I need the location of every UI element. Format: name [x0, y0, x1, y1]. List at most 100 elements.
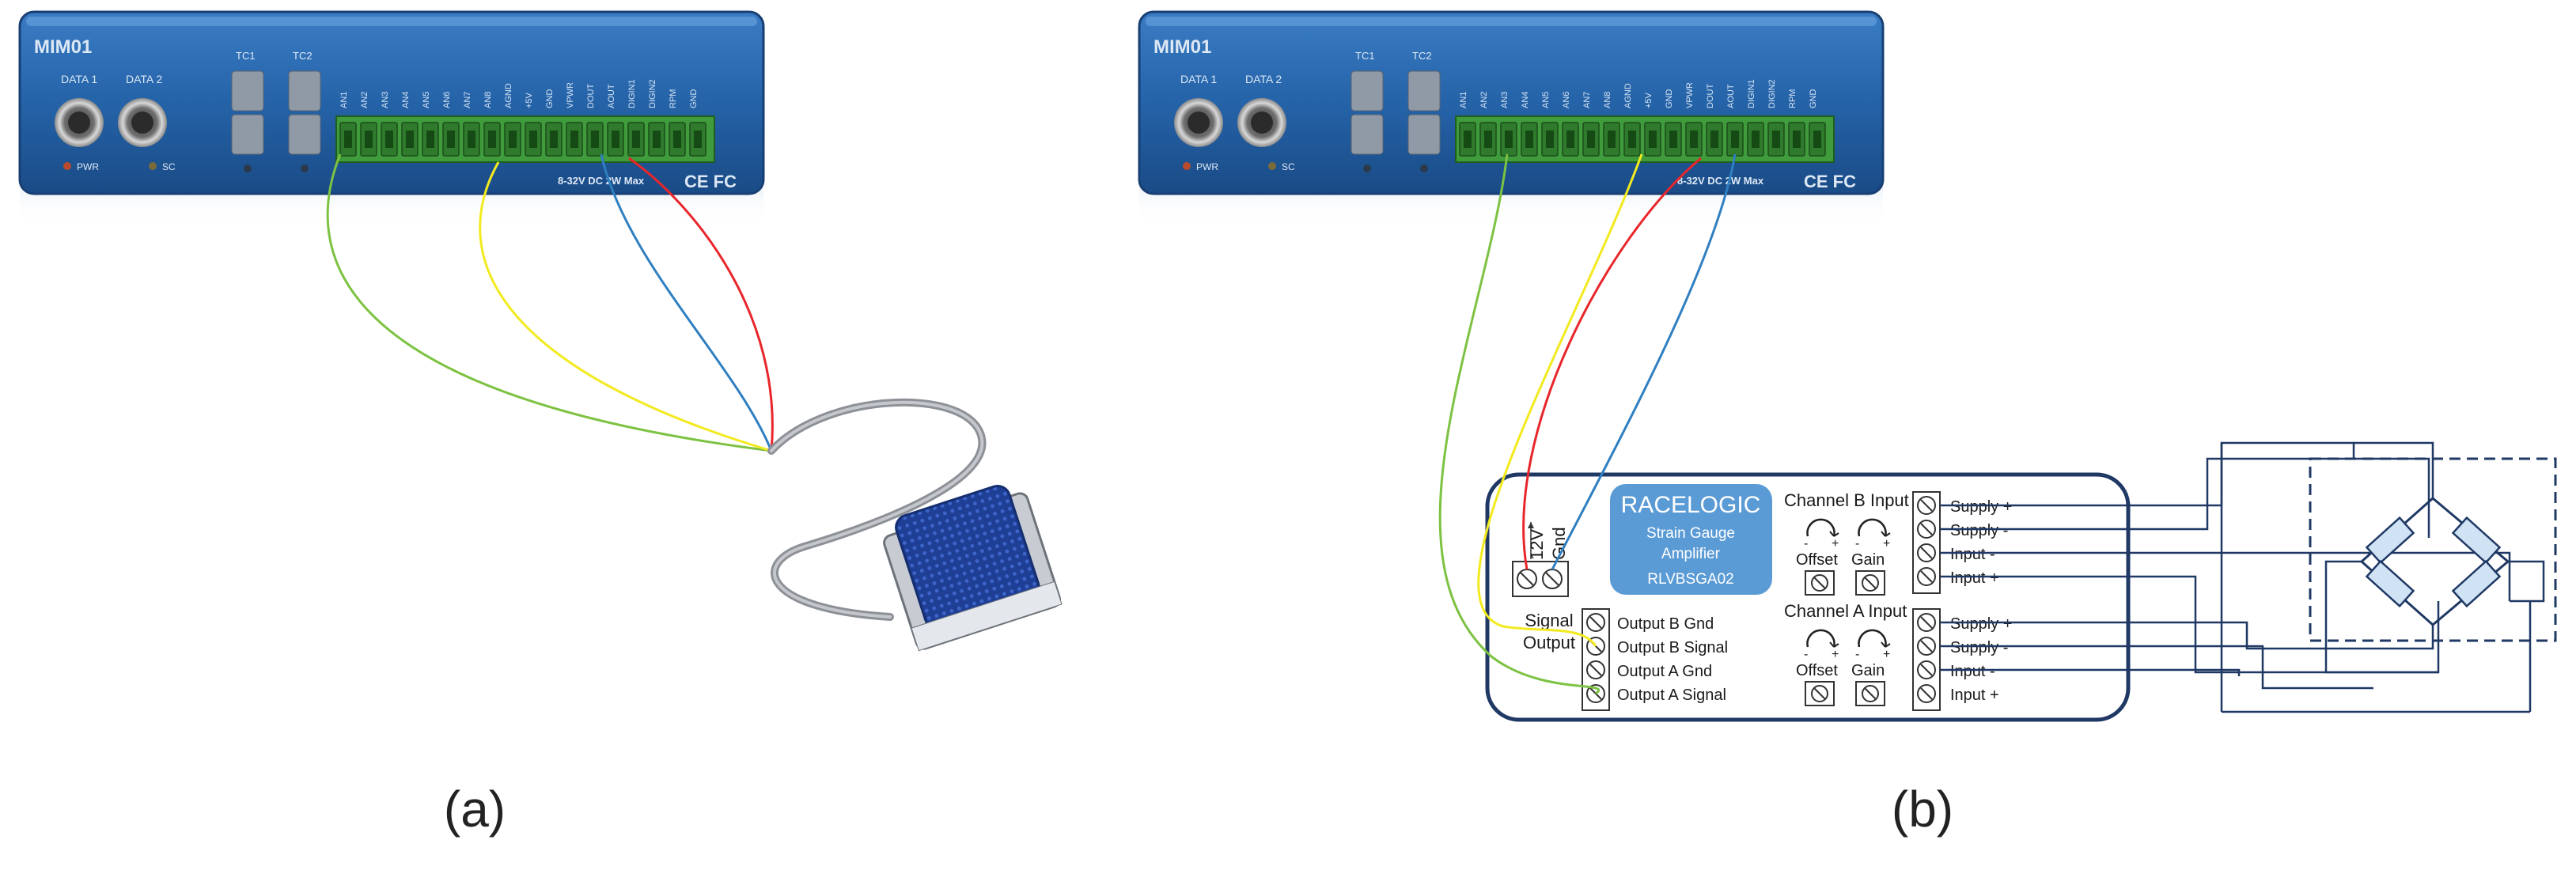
- screw-slot: [1920, 687, 1933, 700]
- pin-label: AOUT: [607, 84, 616, 108]
- channel-b-controls: - + - + Offset Gain: [1796, 518, 1891, 596]
- terminal-slot-hole: [365, 130, 373, 148]
- terminal-slot-hole: [632, 130, 640, 148]
- screw-slot: [1589, 664, 1602, 676]
- wire-red-b: [1522, 157, 1702, 570]
- pin-label: GND: [545, 89, 555, 109]
- terminal-slot-hole: [1690, 130, 1698, 148]
- module-model-label: MIM01: [1154, 36, 1211, 58]
- terminal-slot-hole: [344, 130, 352, 148]
- terminal-slot-hole: [1546, 130, 1554, 148]
- terminal-slot-hole: [550, 130, 558, 148]
- pin-label: AN5: [422, 92, 431, 108]
- wire-green-b: [1438, 153, 1601, 695]
- pin-label: AN7: [1582, 92, 1592, 108]
- terminal-slot-hole: [653, 130, 661, 148]
- power-terminal-12v-icon: [1517, 569, 1537, 589]
- terminal-slot-hole: [468, 130, 475, 148]
- terminal-slot-hole: [1566, 130, 1574, 148]
- wire-blue-b: [1551, 153, 1737, 570]
- pin-label: DIGIN1: [627, 79, 637, 108]
- channel-a-gain-plus: +: [1883, 648, 1890, 661]
- module-cert-label: CE FC: [1804, 172, 1856, 191]
- channel-a-input-screws: [1917, 613, 1936, 703]
- terminal-label: Supply -: [1950, 522, 2008, 539]
- pin-label: GND: [1665, 89, 1674, 109]
- terminal-slot-hole: [1710, 130, 1718, 148]
- terminal-label: Input +: [1950, 687, 1999, 704]
- terminal-slot-hole: [1669, 130, 1677, 148]
- pin-label: GND: [1809, 89, 1818, 109]
- wires-a: [326, 153, 774, 452]
- wire-blue: [600, 153, 773, 452]
- channel-a-gain-minus: -: [1855, 648, 1859, 661]
- terminal-label: Output B Gnd: [1617, 615, 1714, 633]
- module-cert-label: CE FC: [684, 172, 737, 191]
- pin-label: AN4: [401, 92, 411, 108]
- terminal-slot-hole: [673, 130, 681, 148]
- module-spec-label: 8-32V DC 2W Max: [1677, 175, 1764, 187]
- terminal-slots: [339, 122, 707, 157]
- bridge-connections: [1940, 441, 2511, 690]
- channel-a-controls: - + - + Offset Gain: [1796, 629, 1891, 706]
- sc-label: SC: [1282, 161, 1295, 172]
- racelogic-badge: [1610, 484, 1772, 595]
- pin-label: AN8: [483, 92, 493, 108]
- terminal-label: Supply +: [1950, 498, 2012, 516]
- terminal-slot-hole: [1587, 130, 1595, 148]
- terminal-slot-hole: [385, 130, 393, 148]
- terminal-label: Output A Signal: [1617, 687, 1726, 704]
- terminal-slot-hole: [1608, 130, 1616, 148]
- tc1-label: TC1: [236, 50, 256, 62]
- tc2-label: TC2: [1412, 50, 1432, 62]
- wire-green: [326, 153, 772, 452]
- pin-label: AN7: [463, 92, 472, 108]
- terminal-slot-hole: [447, 130, 455, 148]
- channel-a-title: Channel A Input: [1784, 601, 1907, 621]
- pin-label: VPWR: [1685, 82, 1695, 108]
- strain-gauge-sensor: [767, 398, 1063, 652]
- channel-a-offset-dial-icon: [1806, 629, 1835, 648]
- channel-a-offset-minus: -: [1804, 648, 1808, 661]
- terminal-slot-hole: [1484, 130, 1492, 148]
- pin-label: DOUT: [1706, 84, 1715, 108]
- data2-label: DATA 2: [1245, 73, 1282, 85]
- terminal-slot-hole: [591, 130, 599, 148]
- channel-b-offset-plus: +: [1832, 537, 1839, 550]
- terminal-slot-hole: [694, 130, 702, 148]
- pin-label: AOUT: [1726, 84, 1736, 108]
- wires-b: [1438, 153, 1737, 695]
- channel-b-input-screws: [1917, 496, 1936, 586]
- wheatstone-bridge: [2220, 441, 2557, 713]
- tc1-label: TC1: [1355, 50, 1375, 62]
- terminal-slot-hole: [1813, 130, 1821, 148]
- tc2-label: TC2: [293, 50, 313, 62]
- pin-label: RPM: [1788, 89, 1798, 108]
- terminal-slot-hole: [406, 130, 414, 148]
- screw-slot: [1920, 664, 1933, 676]
- terminal-slot-hole: [1525, 130, 1533, 148]
- terminal-slot-hole: [509, 130, 517, 148]
- panel-a-label: (a): [444, 781, 506, 838]
- channel-b-title: Channel B Input: [1784, 490, 1909, 510]
- screw-slot: [1920, 570, 1933, 583]
- part-number: RLVBSGA02: [1647, 571, 1733, 588]
- data1-label: DATA 1: [61, 73, 97, 85]
- data2-label: DATA 2: [126, 73, 162, 85]
- screw-slot: [1920, 499, 1933, 512]
- signal-output-label-line1: Signal: [1525, 611, 1573, 630]
- pin-label: DIGIN2: [1767, 79, 1777, 108]
- pin-label: AN4: [1521, 92, 1530, 108]
- screw-slot: [1920, 547, 1933, 559]
- terminal-slot-hole: [1793, 130, 1801, 148]
- channel-b-gain-dial-icon: [1858, 518, 1887, 537]
- pin-label: AN3: [1500, 92, 1510, 108]
- terminal-slot-hole: [1505, 130, 1513, 148]
- pin-label: AN1: [339, 92, 349, 108]
